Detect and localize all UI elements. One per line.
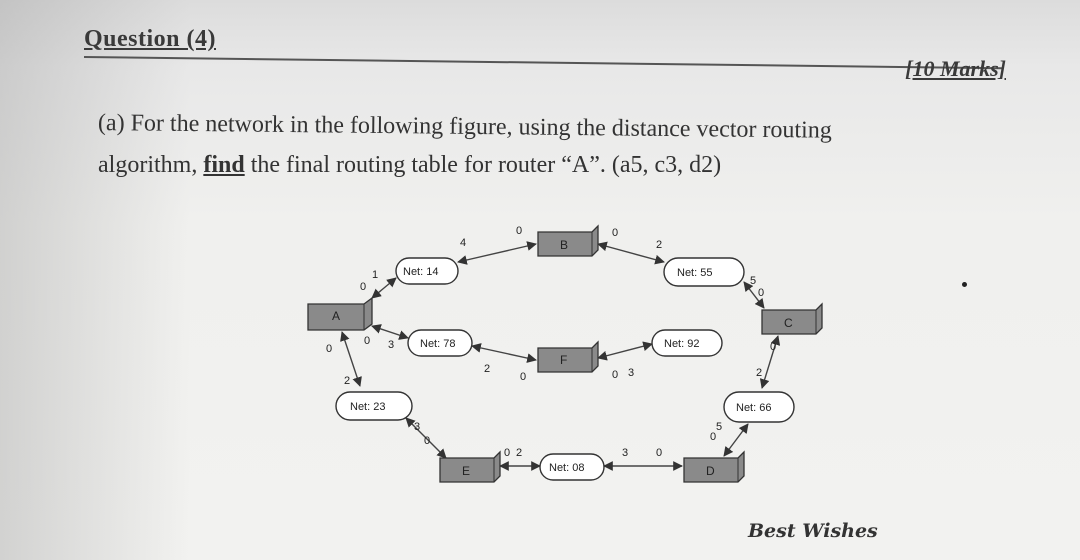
link-c-net66 bbox=[759, 335, 781, 389]
net-92-cloud: Net: 92 bbox=[651, 329, 723, 357]
cost-c-net66-n: 2 bbox=[756, 367, 762, 379]
cost-net14-b: 4 bbox=[460, 237, 466, 249]
question-title: Question (4) bbox=[84, 26, 216, 52]
link-a-net14 bbox=[371, 277, 397, 299]
router-f: F bbox=[537, 340, 599, 373]
cost-net55-c-n: 5 bbox=[750, 275, 756, 287]
link-net23-e bbox=[405, 417, 447, 459]
net-14-cloud: Net: 14 bbox=[395, 257, 459, 285]
cost-b-net14: 0 bbox=[516, 225, 522, 237]
cost-net55-c-c: 0 bbox=[758, 287, 764, 299]
cost-d-net66-n: 5 bbox=[716, 421, 722, 433]
cost-a-net23-n: 2 bbox=[344, 375, 350, 387]
link-net55-c bbox=[743, 281, 765, 309]
cost-net55-b: 2 bbox=[656, 239, 662, 251]
router-d: D bbox=[683, 450, 745, 483]
net-78-label: Net: 78 bbox=[420, 338, 455, 350]
router-b-label: B bbox=[560, 238, 568, 252]
router-c: C bbox=[761, 302, 823, 335]
cost-a-net23-a: 0 bbox=[326, 343, 332, 355]
link-f-net92 bbox=[597, 341, 653, 361]
best-wishes: Best Wishes bbox=[748, 520, 878, 542]
cost-net23-e-n: 3 bbox=[414, 421, 420, 433]
cost-labels: 0 1 4 0 0 2 5 0 0 3 2 0 0 3 0 2 3 0 0 2 … bbox=[326, 225, 776, 459]
link-net14-b bbox=[457, 241, 537, 265]
net-23-label: Net: 23 bbox=[350, 401, 385, 413]
cost-net92-f: 3 bbox=[628, 367, 634, 379]
router-a: A bbox=[307, 296, 373, 331]
net-66-cloud: Net: 66 bbox=[723, 391, 795, 423]
cost-net23-e-e: 0 bbox=[424, 435, 430, 447]
router-e: E bbox=[439, 450, 501, 483]
page-shadow bbox=[0, 0, 190, 560]
marks-label: [10 Marks] bbox=[905, 56, 1006, 81]
cost-f-net78: 0 bbox=[520, 371, 526, 383]
ink-dot bbox=[962, 282, 967, 287]
router-a-label: A bbox=[332, 309, 340, 323]
net-14-label: Net: 14 bbox=[403, 266, 438, 278]
net-55-label: Net: 55 bbox=[677, 267, 712, 279]
cost-net78-f: 2 bbox=[484, 363, 490, 375]
net-08-cloud: Net: 08 bbox=[539, 453, 605, 481]
cost-a-net78-n: 3 bbox=[388, 339, 394, 351]
cost-a-net14-a: 0 bbox=[360, 281, 366, 293]
link-d-net66 bbox=[723, 423, 749, 457]
cost-net08-d-d: 0 bbox=[656, 447, 662, 459]
router-f-label: F bbox=[560, 353, 567, 367]
net-78-cloud: Net: 78 bbox=[407, 329, 473, 357]
link-a-net78 bbox=[371, 324, 409, 340]
link-b-net55 bbox=[597, 241, 665, 265]
net-23-cloud: Net: 23 bbox=[335, 391, 413, 421]
link-net78-f bbox=[471, 343, 537, 363]
cost-c-net66-c: 0 bbox=[770, 341, 776, 353]
net-92-label: Net: 92 bbox=[664, 338, 699, 350]
question-line-2-end: the final routing table for router “A”. … bbox=[244, 152, 722, 178]
cost-a-net14-n: 1 bbox=[372, 269, 378, 281]
net-55-cloud: Net: 55 bbox=[663, 257, 745, 287]
router-b: B bbox=[537, 224, 599, 257]
networks: Net: 14 Net: 55 Net: 78 Net: 92 Net: 23 … bbox=[335, 257, 795, 481]
link-a-net23 bbox=[340, 331, 362, 387]
net-08-label: Net: 08 bbox=[549, 462, 584, 474]
cost-b-net55: 0 bbox=[612, 227, 618, 239]
cost-e-net08-n: 2 bbox=[516, 447, 522, 459]
cost-a-net78-a: 0 bbox=[364, 335, 370, 347]
router-c-label: C bbox=[784, 316, 793, 330]
links bbox=[340, 241, 781, 471]
cost-f-net92: 0 bbox=[612, 369, 618, 381]
cost-net08-d-n: 3 bbox=[622, 447, 628, 459]
cost-e-net08-e: 0 bbox=[504, 447, 510, 459]
cost-d-net66-d: 0 bbox=[710, 431, 716, 443]
routers: A B C F E D bbox=[307, 224, 823, 483]
find-keyword: find bbox=[203, 152, 245, 178]
router-e-label: E bbox=[462, 464, 470, 478]
question-line-2: algorithm, find the final routing table … bbox=[98, 152, 721, 179]
question-line-2-start: algorithm, bbox=[98, 152, 204, 178]
router-d-label: D bbox=[706, 464, 715, 478]
net-66-label: Net: 66 bbox=[736, 402, 771, 414]
